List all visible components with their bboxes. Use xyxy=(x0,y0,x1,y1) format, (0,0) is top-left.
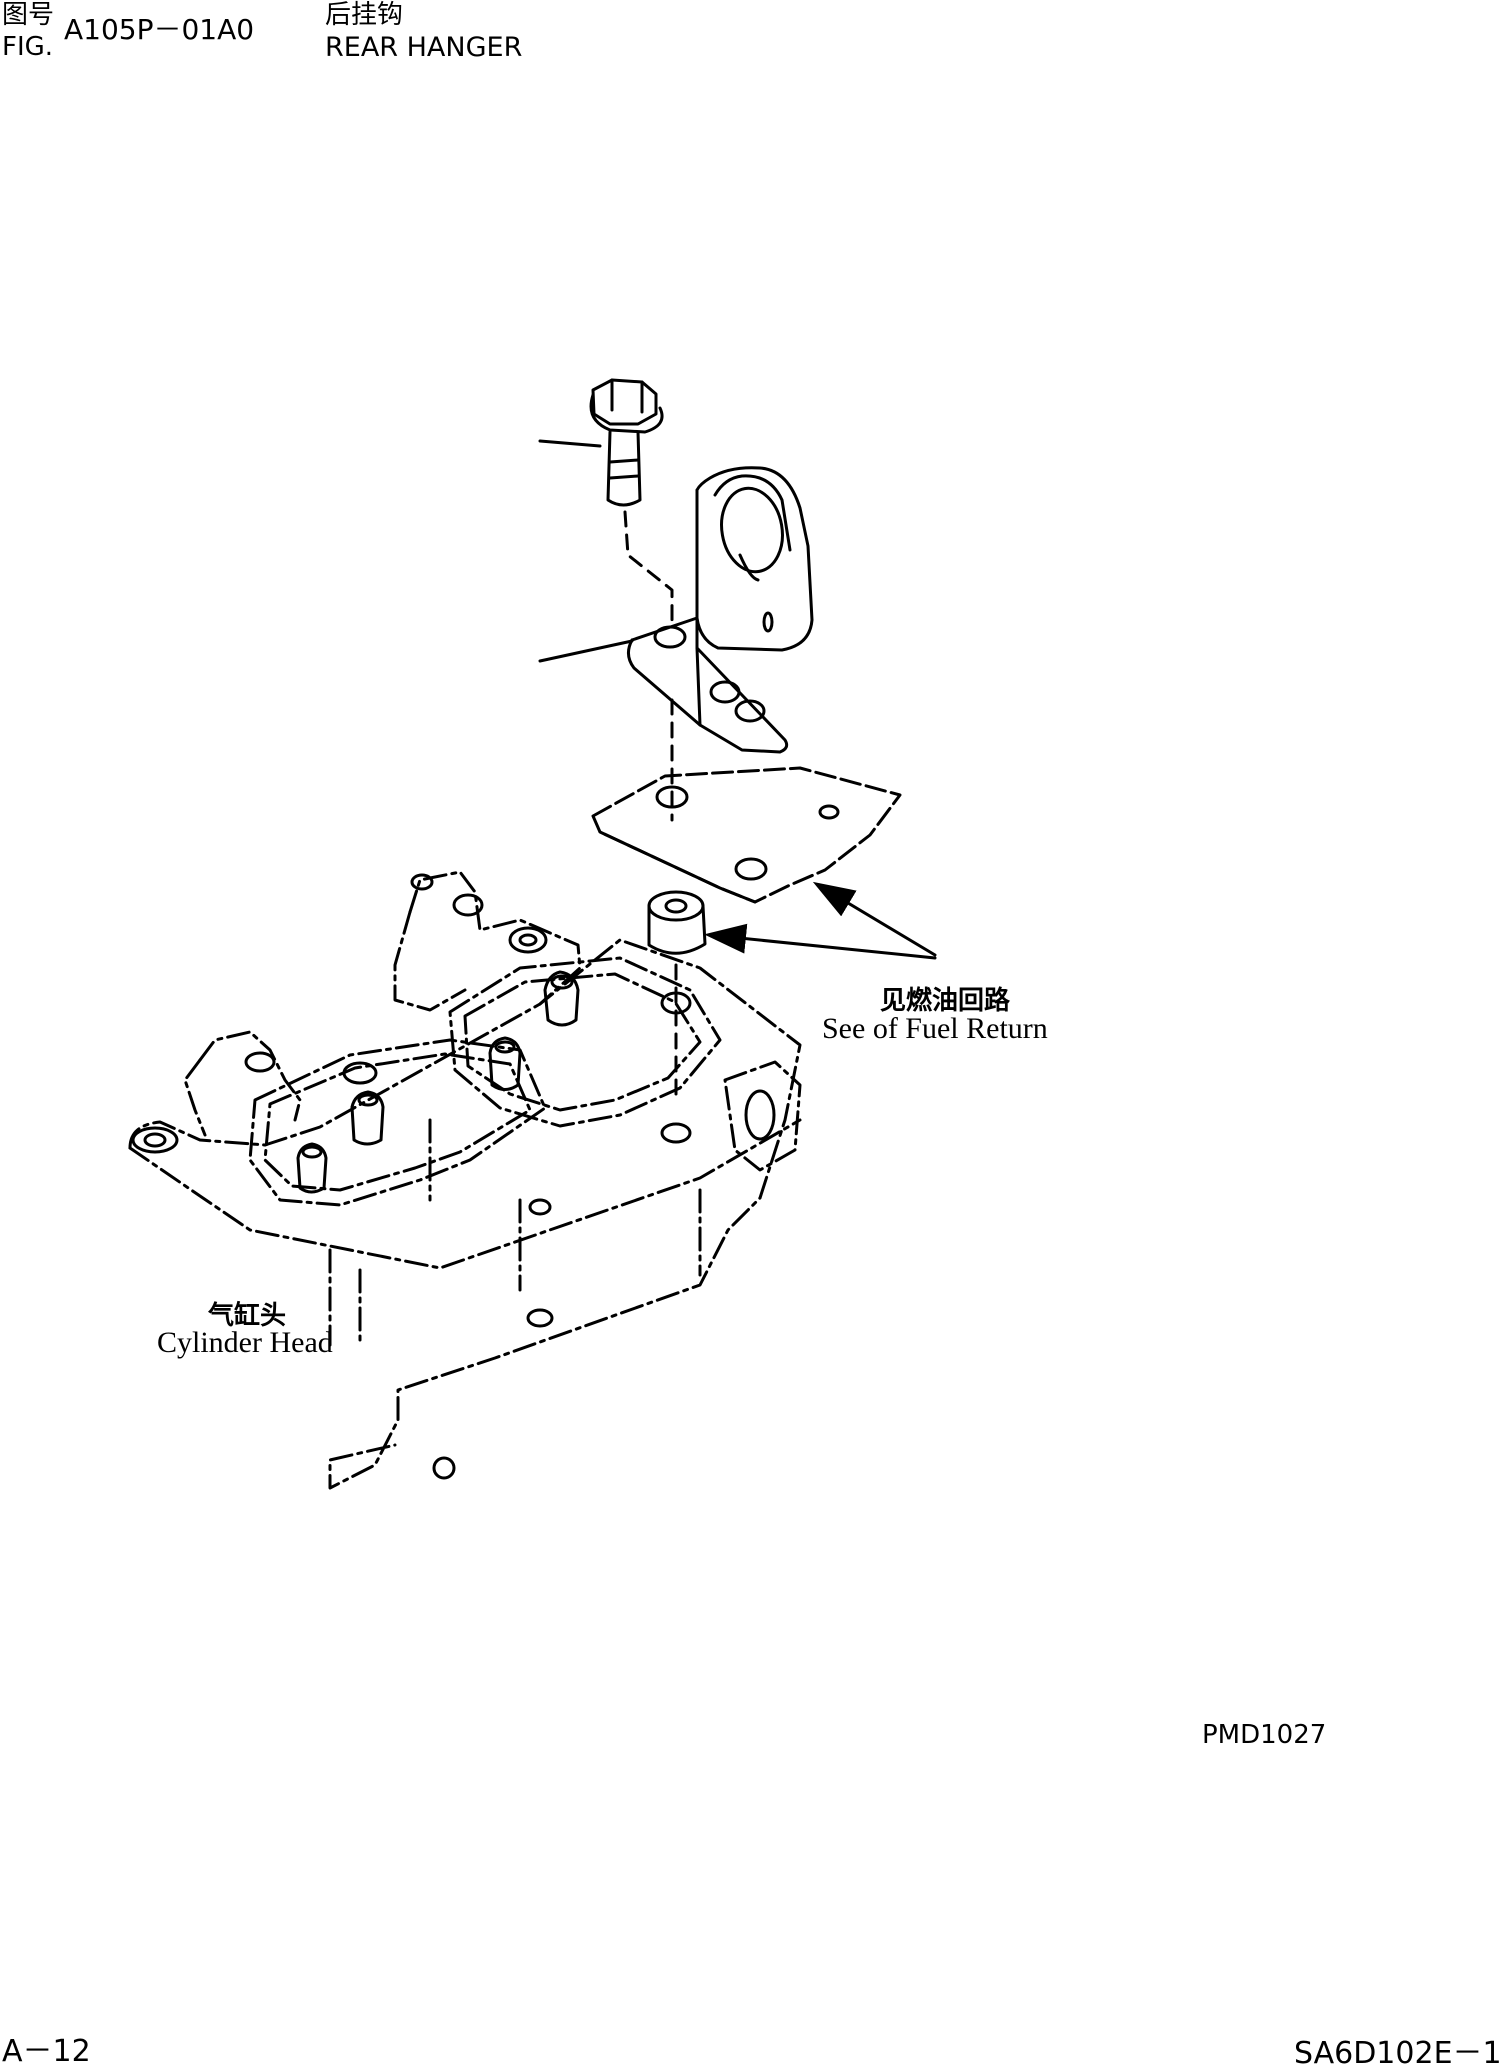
valve-studs xyxy=(296,970,580,1194)
fig-label-en: FIG. xyxy=(2,32,54,62)
fuel-return-label-cn: 见燃油回路 xyxy=(880,986,1011,1015)
title-en: REAR HANGER xyxy=(325,32,523,63)
gasket-plate xyxy=(591,766,902,904)
fig-number: A105P－01A0 xyxy=(64,13,255,46)
cylinder-head-label-en: Cylinder Head xyxy=(157,1326,333,1359)
bolt-leader-line xyxy=(538,439,602,448)
fuel-return-arrow-2 xyxy=(704,923,937,960)
page-number: A－12 xyxy=(2,2034,91,2069)
cylinder-head-label-cn: 气缸头 xyxy=(208,1301,287,1330)
drawing-code: PMD1027 xyxy=(1202,1720,1327,1750)
fuel-return-arrow-1 xyxy=(812,881,937,957)
fig-label-cn: 图号 xyxy=(2,0,55,30)
fuel-return-label-en: See of Fuel Return xyxy=(822,1012,1048,1045)
head-bosses xyxy=(131,873,776,1480)
flange-bolt xyxy=(589,378,664,507)
title-cn: 后挂钩 xyxy=(325,0,404,30)
spacer-collar xyxy=(647,890,707,955)
bracket-leader-line xyxy=(538,639,634,663)
rear-hanger-bracket xyxy=(627,466,814,754)
bolt-axis xyxy=(623,510,674,627)
model-code: SA6D102E－1 xyxy=(1294,2036,1502,2071)
cylinder-head xyxy=(128,870,802,1490)
